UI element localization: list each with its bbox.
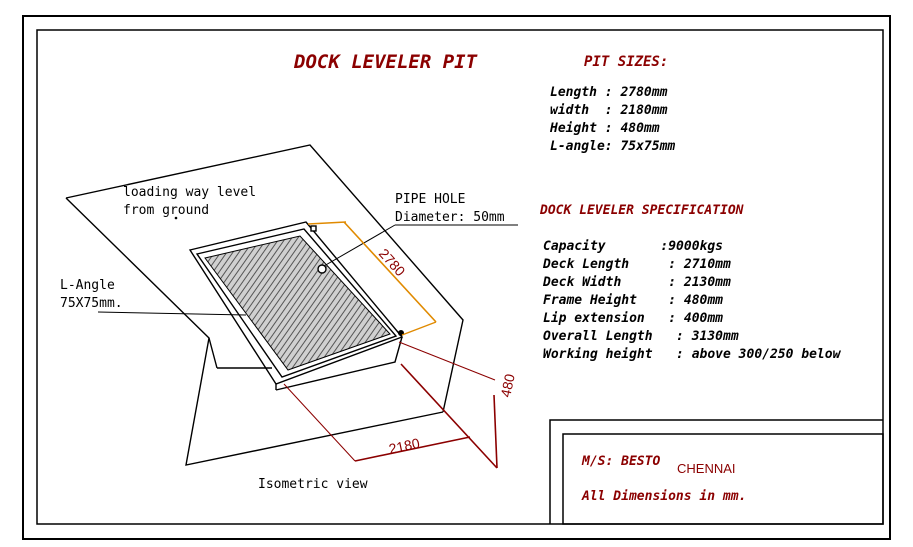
pit-bottom: [204, 235, 391, 371]
inner-border: [36, 29, 884, 525]
loading-way-label: loading way level: [123, 185, 256, 200]
view-label: Isometric view: [258, 477, 368, 492]
company-name: M/S: BESTO: [581, 454, 660, 469]
spec-line: Deck Length : 2710mm: [542, 257, 731, 272]
title-block: [549, 419, 884, 525]
loading-way-label-2: from ground: [123, 203, 209, 218]
spec-line: Working height : above 300/250 below: [543, 347, 842, 362]
pipe-hole-diameter-label: Diameter: 50mm: [395, 210, 505, 225]
l-angle-leader: [97, 311, 247, 316]
spec-line: Frame Height : 480mm: [543, 293, 723, 308]
width-dim-ext: [283, 383, 356, 462]
pit-size-line: Length : 2780mm: [550, 85, 668, 100]
pit-wall: [275, 336, 403, 391]
pit-frame-inner: [195, 228, 398, 378]
outer-border: [22, 15, 891, 540]
leader-lines: [97, 224, 518, 316]
pipe-hole-leader: [323, 224, 396, 267]
pipe-hole-label: PIPE HOLE: [395, 192, 465, 207]
height-dimension-value: 480: [497, 372, 518, 398]
height-dim-line: [493, 394, 498, 469]
ground-outline: [65, 144, 464, 413]
length-dim-ext-2: [401, 321, 437, 336]
ground-edge: [208, 337, 218, 369]
spec-line: Capacity :9000kgs: [543, 239, 723, 254]
spec-line: Lip extension : 400mm: [543, 311, 723, 326]
spec-heading: DOCK LEVELER SPECIFICATION: [539, 203, 744, 218]
length-dim-ext: [307, 221, 347, 225]
pit-size-line: Height : 480mm: [549, 121, 660, 136]
spec-list: Capacity :9000kgs Deck Length : 2710mm D…: [542, 239, 842, 362]
pipe-hole-icon: [317, 264, 327, 274]
point-marker-icon: [174, 216, 178, 220]
height-dim-ext: [398, 341, 496, 381]
corner-marker-small-icon: [310, 225, 317, 232]
width-dimension-value: 2180: [387, 435, 421, 457]
l-angle-label: L-Angle: [60, 278, 115, 293]
pit-sizes-heading: PIT SIZES:: [584, 54, 668, 70]
dimensions-note: All Dimensions in mm.: [581, 489, 746, 504]
dimension-lines: [283, 221, 498, 469]
spec-line: Deck Width : 2130mm: [542, 275, 731, 290]
drawing-title: DOCK LEVELER PIT: [293, 51, 478, 73]
ground-outline-lower: [65, 197, 444, 466]
pit-isometric: [65, 144, 464, 466]
company-city: CHENNAI: [677, 461, 736, 476]
width-dim-line: [354, 436, 471, 462]
l-angle-size-label: 75X75mm.: [60, 296, 123, 311]
length-dim-line: [343, 221, 437, 323]
pit-size-line: width : 2180mm: [550, 103, 668, 118]
pit-size-line: L-angle: 75x75mm: [550, 139, 675, 154]
width-dim-ext-2: [400, 363, 498, 469]
spec-line: Overall Length : 3130mm: [543, 329, 739, 344]
pit-sizes-list: Length : 2780mm width : 2180mm Height : …: [549, 85, 675, 154]
